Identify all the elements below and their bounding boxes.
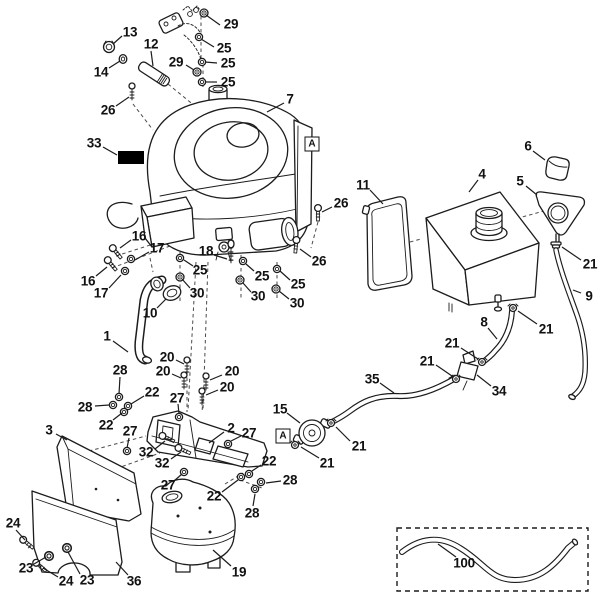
part-number-callout-16[interactable]: 16 — [131, 228, 147, 244]
part-number-callout-25[interactable]: 25 — [220, 74, 236, 90]
bracket-5-drawing — [535, 191, 586, 244]
part-number-callout-28[interactable]: 28 — [77, 399, 93, 415]
part-number-callout-20[interactable]: 20 — [159, 349, 175, 365]
part-number-callout-30[interactable]: 30 — [189, 285, 205, 301]
part-number-callout-32[interactable]: 32 — [138, 444, 154, 460]
part-number-callout-3[interactable]: 3 — [45, 422, 53, 438]
part-number-callout-27[interactable]: 27 — [241, 425, 257, 441]
ring-10-drawing — [162, 285, 182, 301]
grommet-21-drawing — [550, 241, 562, 249]
part-number-callout-30[interactable]: 30 — [250, 288, 266, 304]
reference-marker-A: A — [304, 136, 320, 152]
fuel-tank-drawing — [425, 191, 540, 313]
ignition-module-drawing — [158, 5, 202, 61]
fuel-cap-drawing — [545, 156, 570, 181]
part-number-callout-2[interactable]: 2 — [227, 420, 235, 436]
part-number-callout-27[interactable]: 27 — [169, 390, 185, 406]
part-number-callout-10[interactable]: 10 — [142, 305, 158, 321]
part-number-callout-30[interactable]: 30 — [289, 295, 305, 311]
part-number-callout-35[interactable]: 35 — [364, 371, 380, 387]
part-number-callout-22[interactable]: 22 — [261, 453, 277, 469]
part-number-callout-28[interactable]: 28 — [244, 505, 260, 521]
part-number-callout-25[interactable]: 25 — [220, 55, 236, 71]
part-number-callout-25[interactable]: 25 — [192, 262, 208, 278]
part-number-callout-25[interactable]: 25 — [290, 276, 306, 292]
part-number-callout-20[interactable]: 20 — [219, 379, 235, 395]
part-number-callout-24[interactable]: 24 — [58, 573, 74, 589]
part-number-callout-27[interactable]: 27 — [160, 477, 176, 493]
part-number-callout-22[interactable]: 22 — [206, 488, 222, 504]
engine-drawing — [106, 84, 313, 263]
part-number-callout-26[interactable]: 26 — [311, 253, 327, 269]
part-number-callout-16[interactable]: 16 — [80, 273, 96, 289]
part-number-callout-34[interactable]: 34 — [491, 383, 507, 399]
part-number-callout-13[interactable]: 13 — [122, 24, 138, 40]
part-number-callout-26[interactable]: 26 — [333, 195, 349, 211]
part-number-callout-20[interactable]: 20 — [155, 363, 171, 379]
part-number-callout-26[interactable]: 26 — [100, 102, 116, 118]
part-number-callout-1[interactable]: 1 — [103, 328, 111, 344]
part-number-callout-8[interactable]: 8 — [480, 314, 488, 330]
part-number-callout-28[interactable]: 28 — [112, 362, 128, 378]
valve-34-drawing — [448, 350, 479, 391]
part-number-callout-33[interactable]: 33 — [86, 135, 102, 151]
nut-13-drawing — [102, 40, 116, 54]
shield-3-drawing — [56, 435, 142, 522]
part-number-callout-21[interactable]: 21 — [582, 256, 598, 272]
pipe-1-drawing — [134, 275, 167, 365]
gasket-11-drawing — [361, 196, 413, 291]
part-number-callout-12[interactable]: 12 — [143, 36, 159, 52]
pin-12-drawing — [137, 61, 171, 87]
part-number-callout-23[interactable]: 23 — [18, 560, 34, 576]
part-number-callout-21[interactable]: 21 — [444, 335, 460, 351]
part-number-callout-15[interactable]: 15 — [272, 401, 288, 417]
part-number-callout-23[interactable]: 23 — [79, 572, 95, 588]
reference-marker-A: A — [275, 428, 291, 444]
part-number-callout-32[interactable]: 32 — [154, 455, 170, 471]
part-number-callout-24[interactable]: 24 — [5, 515, 21, 531]
part-number-callout-29[interactable]: 29 — [223, 16, 239, 32]
part-number-callout-28[interactable]: 28 — [282, 472, 298, 488]
part-number-callout-100[interactable]: 100 — [453, 555, 475, 571]
part-number-callout-11[interactable]: 11 — [356, 177, 370, 193]
part-number-callout-25[interactable]: 25 — [254, 268, 270, 284]
part-number-callout-9[interactable]: 9 — [585, 288, 593, 304]
part-number-callout-17[interactable]: 17 — [149, 240, 165, 256]
part-number-callout-21[interactable]: 21 — [538, 321, 554, 337]
tube-9-drawing — [553, 247, 588, 401]
part-number-callout-21[interactable]: 21 — [319, 455, 335, 471]
part-number-callout-20[interactable]: 20 — [224, 363, 240, 379]
part-number-callout-27[interactable]: 27 — [122, 423, 138, 439]
part-number-callout-4[interactable]: 4 — [478, 166, 486, 182]
part-number-callout-17[interactable]: 17 — [93, 285, 109, 301]
part-number-callout-19[interactable]: 19 — [231, 564, 247, 580]
washer-14-hole — [120, 56, 126, 62]
muffler-drawing — [150, 478, 236, 573]
part-number-callout-14[interactable]: 14 — [93, 64, 109, 80]
washer-14-drawing — [118, 53, 128, 65]
part-number-callout-21[interactable]: 21 — [419, 353, 435, 369]
part-number-callout-18[interactable]: 18 — [198, 243, 214, 259]
part-number-callout-21[interactable]: 21 — [351, 438, 367, 454]
part-number-callout-5[interactable]: 5 — [516, 173, 524, 189]
part-number-callout-29[interactable]: 29 — [168, 54, 184, 70]
part-number-callout-6[interactable]: 6 — [524, 138, 532, 154]
part-33-black-label — [118, 151, 144, 164]
fuel-line-drawing — [327, 308, 515, 426]
part-number-callout-7[interactable]: 7 — [286, 91, 294, 107]
part-number-callout-22[interactable]: 22 — [98, 417, 114, 433]
inset-hose-drawing — [399, 536, 579, 584]
part-number-callout-22[interactable]: 22 — [144, 384, 160, 400]
part-number-callout-25[interactable]: 25 — [216, 40, 232, 56]
part-number-callout-36[interactable]: 36 — [126, 573, 142, 589]
